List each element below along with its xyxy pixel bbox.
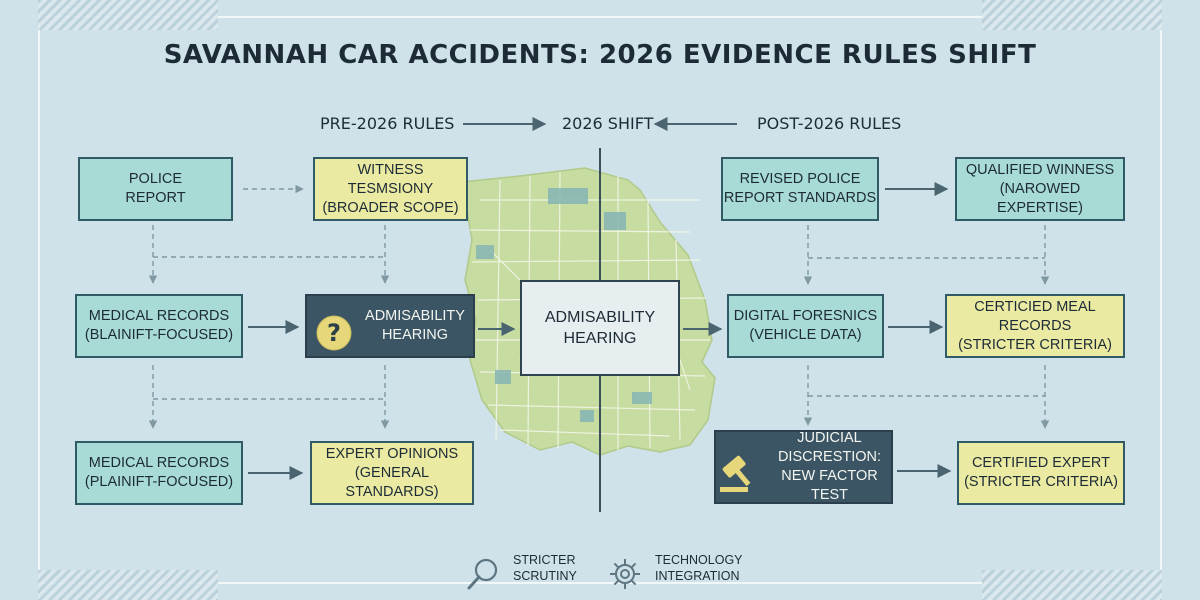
question-icon: ? (315, 295, 353, 358)
diagram-title: SAVANNAH CAR ACCIDENTS: 2026 EVIDENCE RU… (163, 40, 1037, 70)
legend-technology-integration: TECHNOLOGY INTEGRATION (607, 540, 743, 596)
corner-decoration-bottom-right (982, 570, 1162, 600)
header-post-2026: POST-2026 RULES (757, 114, 902, 133)
box-judicial-discretion: JUDICIAL DISCRESTION: NEW FACTOR TEST (714, 430, 893, 504)
corner-decoration-bottom-left (38, 570, 218, 600)
box-qualified-witness: QUALIFIED WINNESS (NAROWED EXPERTISE) (955, 157, 1125, 221)
admissibility-left-label: ADMISABILITY HEARING (365, 308, 465, 343)
legend-technology-label: TECHNOLOGY INTEGRATION (655, 553, 743, 583)
box-police-report: POLICE REPORT (78, 157, 233, 221)
box-revised-police-report: REVISED POLICE REPORT STANDARDS (721, 157, 879, 221)
magnifier-icon (465, 540, 513, 596)
gavel-icon (716, 435, 756, 500)
box-digital-forensics: DIGITAL FORESNICS (VEHICLE DATA) (727, 294, 884, 358)
box-medical-records-1: MEDICAL RECORDS (BLAINIFT-FOCUSED) (75, 294, 243, 358)
corner-decoration-top-left (38, 0, 218, 30)
legend-scrutiny-label: STRICTER SCRUTINY (513, 553, 577, 583)
box-medical-records-2: MEDICAL RECORDS (PLAINIFT-FOCUSED) (75, 441, 243, 505)
border-frame (38, 16, 1162, 584)
box-witness-testimony: WITNESS TESMSIONY (BROADER SCOPE) (313, 157, 468, 221)
gear-icon (607, 540, 655, 596)
box-admissibility-hearing-left: ? ADMISABILITY HEARING (305, 294, 475, 358)
svg-text:?: ? (327, 319, 341, 347)
box-center-admissibility-hearing: ADMISABILITY HEARING (520, 280, 680, 376)
box-expert-opinions: EXPERT OPINIONS (GENERAL STANDARDS) (310, 441, 474, 505)
header-pre-2026: PRE-2026 RULES (320, 114, 455, 133)
legend-stricter-scrutiny: STRICTER SCRUTINY (465, 540, 577, 596)
corner-decoration-top-right (982, 0, 1162, 30)
judicial-discretion-label: JUDICIAL DISCRESTION: NEW FACTOR TEST (777, 430, 882, 503)
header-2026-shift: 2026 SHIFT (562, 114, 654, 133)
box-certified-medical-records: CERTICIED MEAL RECORDS (STRICTER CRITERI… (945, 294, 1125, 358)
box-certified-expert: CERTIFIED EXPERT (STRICTER CRITERIA) (957, 441, 1125, 505)
